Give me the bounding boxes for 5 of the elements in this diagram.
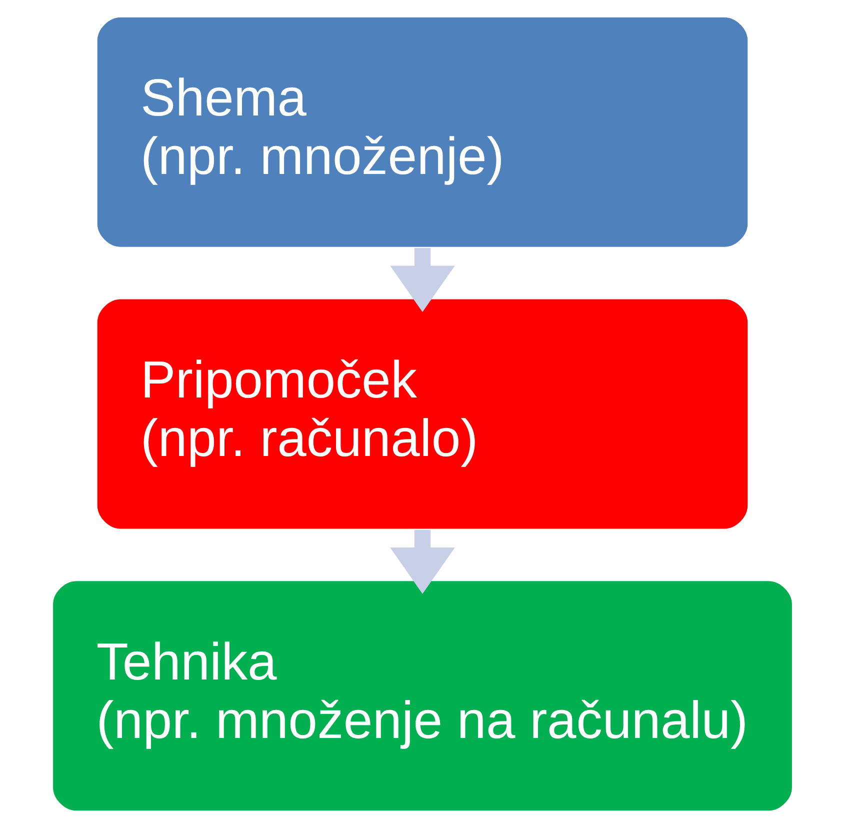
node-box: Pripomoček (npr. računalo) — [94, 297, 750, 531]
node-box: Tehnika (npr. množenje na računalu) — [50, 579, 794, 813]
arrow — [390, 530, 454, 594]
node-box: Shema (npr. množenje) — [94, 15, 750, 249]
arrow — [390, 248, 454, 312]
